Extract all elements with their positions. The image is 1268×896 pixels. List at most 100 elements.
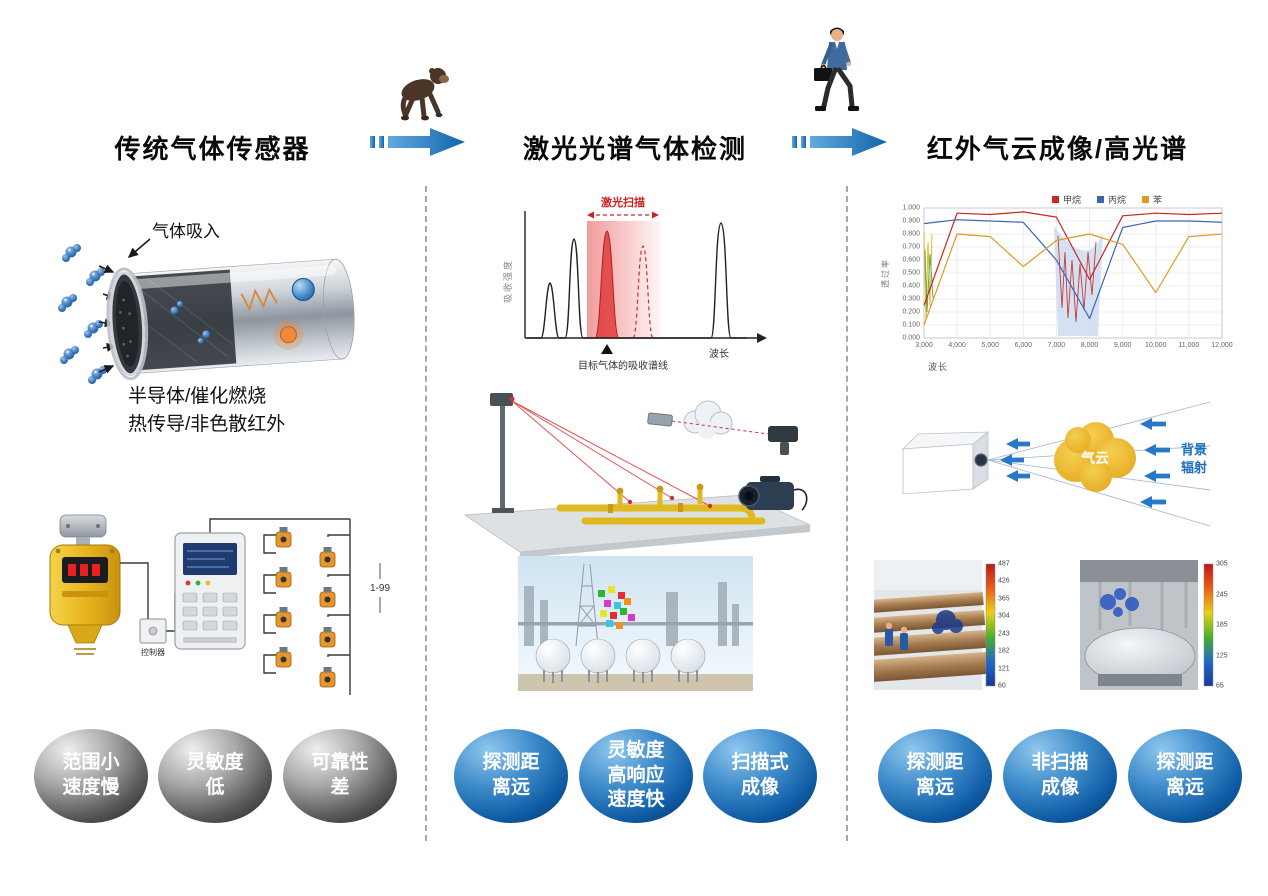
alarm-controller-panel <box>174 532 246 650</box>
walking-man-icon <box>814 27 859 111</box>
benefit-badge-sensitivity: 灵敏度高响应速度快 <box>579 729 693 823</box>
laser-scan-spectrum: 吸收强度 激光扫描 波长 目标气体的吸收谱线 <box>502 195 767 372</box>
x-tick-label: 3,000 <box>915 342 933 349</box>
refinery-photo <box>518 556 753 691</box>
legend-item-丙烷: 丙烷 <box>1096 193 1126 206</box>
network-range-label: 1-99 <box>370 583 390 594</box>
inner-molecules <box>170 301 211 344</box>
drawback-badge-reliability-label: 可靠性差 <box>311 752 369 798</box>
heater-coil <box>240 287 278 312</box>
chimpanzee-icon <box>400 68 449 121</box>
gas-molecules <box>58 244 107 384</box>
evolution-arrow-1 <box>370 128 465 156</box>
spectrum-series-苯 <box>923 233 1223 326</box>
ir-badge-distance-2-label: 探测距离远 <box>1156 752 1214 798</box>
gas-cloud-imaging-scene: 气云 背景 辐射 <box>901 401 1211 527</box>
laser-line-peak <box>594 230 620 339</box>
ir-badge-nonscanning-label: 非扫描成像 <box>1031 752 1089 798</box>
colorbar-value: 65 <box>1216 682 1224 690</box>
colorbar-value: 304 <box>998 612 1010 620</box>
colorbar-value: 121 <box>998 665 1010 673</box>
y-tick-label: 0.900 <box>902 217 920 225</box>
sensor-cylinder <box>106 258 355 381</box>
title-ir-gas-cloud-imaging: 红外气云成像/高光谱 <box>926 134 1189 164</box>
x-tick-label: 7,000 <box>1047 342 1066 349</box>
left-edge-spikes-yellow <box>923 231 933 321</box>
colorbar-value: 125 <box>1216 652 1228 659</box>
colorbar-value: 365 <box>998 595 1010 603</box>
imager-lens <box>974 453 988 467</box>
temperature-colorbar <box>985 563 996 687</box>
colorbar-value: 243 <box>998 630 1010 638</box>
sensor-caption: 半导体/催化燃烧 热传导/非色散红外 <box>128 383 285 438</box>
drawback-badge-sensitivity-label: 灵敏度低 <box>186 752 244 798</box>
gas-cloud: 气云 <box>1054 422 1136 492</box>
detector-network <box>275 527 336 688</box>
legend-item-甲烷: 甲烷 <box>1051 193 1081 206</box>
laser-detection-scene <box>463 393 812 558</box>
y-tick-label: 0.300 <box>902 295 920 303</box>
y-tick-label: 0.600 <box>902 256 920 264</box>
y-tick-label: 0.400 <box>902 282 920 290</box>
drawback-badge-reliability: 可靠性差 <box>283 729 397 823</box>
column-divider-2 <box>846 186 848 841</box>
title-laser-spectroscopy: 激光光谱气体检测 <box>522 134 747 164</box>
emission-arrows <box>1000 438 1030 482</box>
workers <box>885 622 908 650</box>
target-marker <box>601 344 613 354</box>
benefit-badge-distance-label: 探测距离远 <box>482 752 540 798</box>
legend-swatch <box>1142 196 1149 203</box>
spectrum-series-lines <box>923 211 1223 326</box>
x-tick-label: 12,000 <box>1211 342 1233 349</box>
relay-box-label: 控制器 <box>141 647 165 657</box>
x-tick-label: 5,000 <box>981 342 999 349</box>
handheld-detector <box>768 426 798 455</box>
x-tick-label: 9,000 <box>1113 342 1132 349</box>
spectrum-x-label: 波长 <box>709 347 729 360</box>
ir-imager-device <box>901 431 990 495</box>
title-traditional-sensors: 传统气体传感器 <box>114 134 311 164</box>
sensor-illustration <box>58 238 355 384</box>
open-path-sensor <box>647 412 769 435</box>
laser-beams <box>511 400 711 507</box>
y-tick-label: 0.000 <box>902 334 920 342</box>
pipes <box>874 592 989 682</box>
legend-item-苯: 苯 <box>1142 193 1162 206</box>
legend-swatch <box>1051 196 1059 203</box>
beam-spots <box>627 495 713 509</box>
platform-edge <box>520 525 810 558</box>
legend-swatch <box>1096 196 1104 203</box>
benefit-badge-scanning: 扫描式成像 <box>703 729 817 823</box>
spectrum-series-丙烷 <box>923 219 1223 320</box>
background-radiation-label-1: 背景 <box>1181 442 1207 457</box>
left-edge-spikes-green <box>924 249 934 313</box>
y-tick-label: 0.200 <box>902 308 920 316</box>
ir-badge-distance: 探测距离远 <box>878 729 992 823</box>
detected-gas-blob <box>932 610 963 634</box>
imaging-camera <box>738 476 808 511</box>
y-tick-label: 0.800 <box>902 230 920 238</box>
spectrum-y-label: 吸收强度 <box>502 259 513 303</box>
colorbar-value: 426 <box>998 577 1010 585</box>
legend-label: 丙烷 <box>1107 195 1126 205</box>
chart-legend: 甲烷 丙烷 苯 <box>992 193 1222 206</box>
catalytic-bead <box>279 326 297 344</box>
x-tick-label: 10,000 <box>1145 342 1167 349</box>
gas-plume-cloud <box>683 400 733 439</box>
ir-badge-distance-2: 探测距离远 <box>1128 729 1242 823</box>
gas-cloud-label: 气云 <box>1080 450 1109 466</box>
y-tick-label: 0.700 <box>902 243 920 251</box>
y-tick-label: 1.000 <box>902 204 920 212</box>
x-tick-label: 11,000 <box>1178 342 1200 349</box>
thermal-image-outdoor-picture <box>874 560 996 690</box>
thermal-image-tank-picture <box>1080 560 1214 690</box>
spectrum-annotation: 目标气体的吸收谱线 <box>578 359 668 372</box>
detector-display <box>68 564 100 576</box>
colorbar-value: 245 <box>1216 591 1228 598</box>
background-radiation-arrows <box>1140 418 1170 508</box>
spectrum-series-甲烷 <box>923 211 1223 306</box>
temperature-colorbar <box>1203 563 1214 687</box>
